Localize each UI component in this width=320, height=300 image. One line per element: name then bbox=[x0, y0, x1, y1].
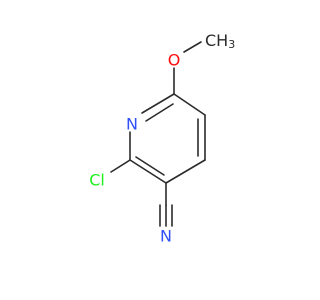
bond-c3-c2-inner bbox=[135, 156, 165, 176]
bond-n1-c6-inner bbox=[145, 103, 174, 122]
bond-n1-c6 bbox=[141, 93, 175, 114]
bond-c6-c5 bbox=[173, 93, 206, 116]
bond-c4-c3 bbox=[165, 159, 206, 184]
methyl-main-text: CH bbox=[205, 31, 228, 50]
methyl-group-label: CH3 bbox=[205, 31, 235, 51]
ring-nitrogen-atom-label: N bbox=[126, 115, 138, 134]
chlorine-atom-label: Cl bbox=[89, 171, 105, 190]
nitrile-nitrogen-atom-label: N bbox=[160, 227, 172, 246]
methyl-subscript: 3 bbox=[228, 38, 235, 51]
molecule-structure-diagram: O N Cl N CH3 bbox=[89, 31, 235, 246]
oxygen-atom-label: O bbox=[168, 51, 181, 70]
bond-c3-c2 bbox=[129, 159, 167, 184]
bond-c2-cl bbox=[110, 159, 131, 173]
bond-o-ch3 bbox=[183, 41, 202, 53]
